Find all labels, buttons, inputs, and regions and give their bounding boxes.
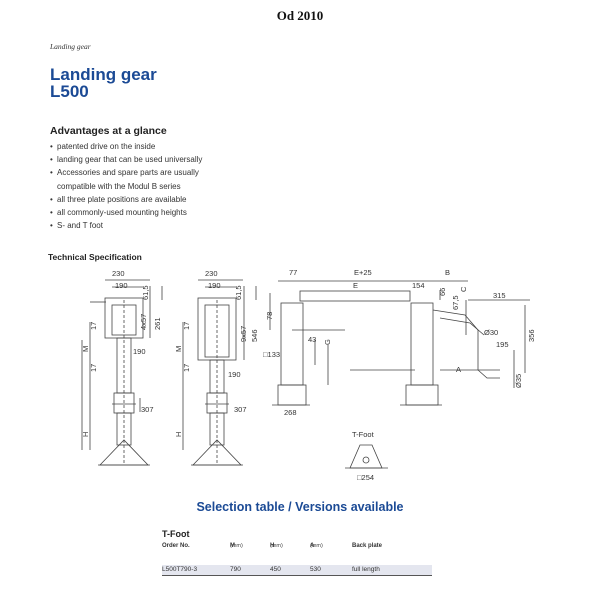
col-header-h: H [270,543,275,549]
dim-label: 268 [284,408,297,417]
dim-label: 4x57 [139,314,148,330]
dim-label: E+25 [354,268,372,277]
dim-label: 43 [308,335,316,344]
dim-label: 307 [141,405,154,414]
col-unit-a: (mm) [310,543,323,549]
dim-label: □254 [357,473,374,482]
dim-label: E [353,281,358,290]
cell-a: 530 [310,566,321,573]
cell-h: 450 [270,566,281,573]
advantage-item-continuation: compatible with the Modul B series [57,181,181,191]
product-title: Landing gear L500 [50,66,157,100]
dim-label: 17 [89,322,98,330]
col-unit-h: (mm) [270,543,283,549]
cell-order-no: L500T790-3 [162,566,198,573]
product-title-line1: Landing gear [50,65,157,84]
dim-label: G [323,339,332,345]
selection-table: Order No. M (mm) H (mm) A (mm) Back plat… [162,543,432,576]
dim-label: □133 [263,350,280,359]
landing-leg-front-view-2 [182,279,257,466]
dim-label: 9x57 [239,326,248,342]
cell-m: 790 [230,566,241,573]
col-header-order-no: Order No. [162,543,190,549]
t-foot-heading: T-Foot [162,529,190,539]
cell-back-plate: full length [352,566,380,573]
dim-label: 17 [182,322,191,330]
advantage-item: all three plate positions are available [50,193,202,206]
table-row: L500T790-3 790 450 530 full length [162,565,432,576]
dim-label: 77 [289,268,297,277]
dim-label: 154 [412,281,425,290]
dim-label: 195 [496,340,509,349]
dim-label: 356 [527,329,536,342]
dim-label: M [81,346,90,352]
dim-label: Ø30 [484,328,498,337]
advantage-item: Accessories and spare parts are usually [50,166,202,179]
col-header-a: A [310,543,315,549]
dim-label: 78 [265,312,274,320]
dim-label: H [174,432,183,437]
document-title: Od 2010 [276,8,324,23]
selection-table-heading: Selection table / Versions available [196,500,404,514]
table-header: Order No. M (mm) H (mm) A (mm) Back plat… [162,543,432,565]
advantages-heading: Advantages at a glance [50,125,167,137]
advantage-item: S- and T foot [50,219,202,232]
dim-label: 230 [112,269,125,278]
col-header-m: M [230,543,235,549]
dim-label: 190 [228,370,241,379]
dim-label: C [459,286,468,292]
advantages-list: patented drive on the inside landing gea… [50,140,202,233]
dim-label: 66 [438,288,447,296]
dim-label: 190 [133,347,146,356]
advantage-item: landing gear that can be used universall… [50,153,202,166]
dim-label: Ø35 [514,374,523,388]
t-foot-label: T-Foot [352,430,375,439]
section-tag: Landing gear [50,42,91,51]
landing-leg-front-view-1 [81,279,163,466]
dim-label: 261 [153,317,162,330]
dim-label: A [456,365,461,374]
col-unit-m: (mm) [230,543,243,549]
dim-label: 17 [182,364,191,372]
dim-label: 307 [234,405,247,414]
dim-label: 67,5 [451,295,460,310]
dim-label: B [445,268,450,277]
tech-spec-heading: Technical Specification [48,252,142,262]
dim-label: 190 [115,281,128,290]
dim-label: M [174,346,183,352]
product-title-line2: L500 [50,82,89,101]
t-foot-detail [345,444,388,469]
dim-label: 61,5 [141,285,150,300]
dim-label: 546 [250,329,259,342]
dim-label: 190 [208,281,221,290]
dim-label: 61,5 [234,285,243,300]
landing-gear-side-view [269,280,530,406]
advantage-item: patented drive on the inside [50,140,202,153]
col-header-back-plate: Back plate [352,543,383,549]
dim-label: 230 [205,269,218,278]
dim-label: H [81,432,90,437]
advantage-item: all commonly-used mounting heights [50,206,202,219]
dim-label: 17 [89,364,98,372]
dim-label: 315 [493,291,506,300]
